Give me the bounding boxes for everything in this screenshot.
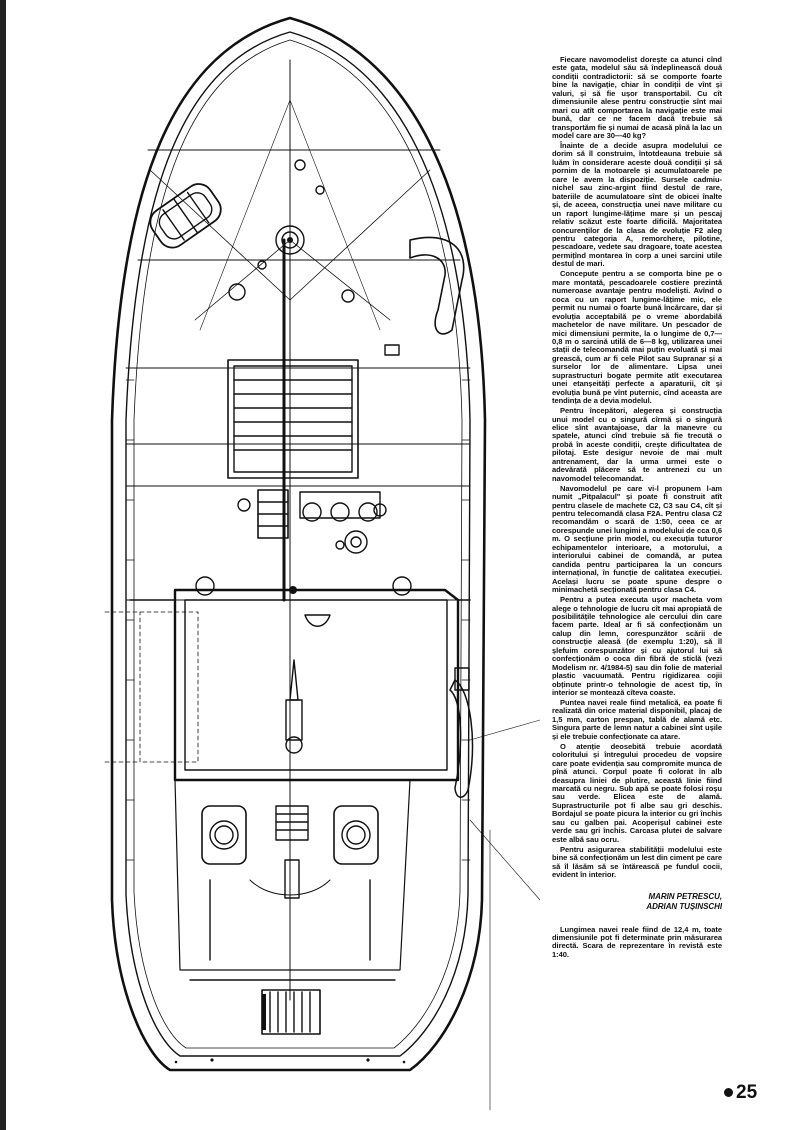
page-number-text: 25 xyxy=(736,1082,758,1103)
page-number: 25 xyxy=(724,1082,757,1104)
bullet-icon xyxy=(724,1088,733,1098)
paragraph: Puntea navei reale fiind metalică, ea po… xyxy=(552,697,722,741)
paragraph: Fiecare navomodelist dorește ca atunci c… xyxy=(552,55,722,141)
page-edge xyxy=(0,0,6,1130)
scale-note: Lungimea navei reale fiind de 12,4 m, to… xyxy=(552,924,722,959)
paragraph: Concepute pentru a se comporta bine pe o… xyxy=(552,269,722,406)
paragraph: Navomodelul pe care vi-l propunem l-am n… xyxy=(552,483,722,595)
paragraph: O atenție deosebită trebuie acordată col… xyxy=(552,741,722,844)
paragraph: Pentru începători, alegerea și construcț… xyxy=(552,406,722,483)
author-name: MARIN PETRESCU, xyxy=(648,891,723,901)
article-text-column: Fiecare navomodelist dorește ca atunci c… xyxy=(552,55,722,961)
paragraph: Pentru asigurarea stabilității modelului… xyxy=(552,844,722,880)
authors: MARIN PETRESCU, ADRIAN TUȘINSCHI xyxy=(552,892,722,912)
boat-deck-plan-drawing xyxy=(104,16,540,1111)
author-name: ADRIAN TUȘINSCHI xyxy=(646,901,722,911)
paragraph: Înainte de a decide asupra modelului ce … xyxy=(552,141,722,269)
paragraph: Pentru a putea executa ușor macheta vom … xyxy=(552,595,722,698)
